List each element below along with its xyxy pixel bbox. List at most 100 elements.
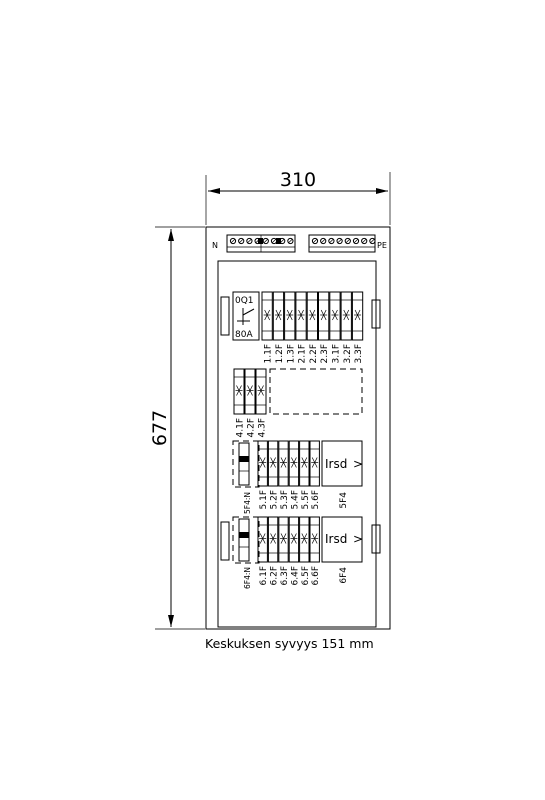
breaker-label: 2.3F <box>320 344 330 364</box>
reserve-space <box>269 368 363 415</box>
rcd-5f4: Irsd > <box>321 440 363 487</box>
breaker-label: 5.2F <box>270 490 280 510</box>
breaker-module <box>233 368 245 415</box>
neutral-label: N <box>212 241 218 250</box>
pe-terminal-screw <box>352 237 360 245</box>
row4-neutral-frame <box>232 516 260 564</box>
handle-left-bottom <box>220 521 230 561</box>
breaker-module <box>255 368 267 415</box>
rcd-6f4-symbol: > <box>353 532 363 546</box>
breaker-label: 2.2F <box>309 344 319 364</box>
main-switch: 0Q1 80A <box>232 291 260 341</box>
pe-terminal-screw <box>336 237 343 245</box>
breaker-label: 6.3F <box>280 566 290 586</box>
breaker-label: 1.2F <box>275 344 285 364</box>
n-terminal-screw <box>238 237 245 245</box>
front-plate <box>217 260 377 628</box>
terminal-rail-pe: PE <box>308 234 387 253</box>
width-label: 310 <box>280 169 316 191</box>
breaker-module <box>278 516 289 563</box>
breaker-label: 4.1F <box>236 418 246 438</box>
handle-right-top <box>371 299 381 329</box>
breaker-module <box>309 440 320 487</box>
breaker-module <box>244 368 256 415</box>
breaker-module <box>261 291 273 341</box>
n-terminal-screw <box>279 237 286 245</box>
breaker-module <box>288 516 300 563</box>
breaker-label: 1.3F <box>286 344 296 364</box>
n-terminal-screw <box>246 237 253 245</box>
enclosure-outline <box>205 226 391 630</box>
breaker-label: 1.1F <box>264 344 274 364</box>
pe-terminal-screw <box>328 237 335 245</box>
rcd-6f4: Irsd > <box>321 516 363 563</box>
breaker-module <box>284 291 296 341</box>
pe-terminal-screw <box>361 237 368 245</box>
breaker-label: 2.1F <box>298 344 308 364</box>
breaker-module <box>329 291 341 341</box>
breaker-label: 6.1F <box>259 566 269 586</box>
height-dimension: 677 <box>149 226 205 630</box>
terminal-rail-n: N <box>212 234 296 253</box>
breaker-label: 3.1F <box>331 344 341 364</box>
handle-right-bottom <box>371 524 381 554</box>
breaker-module <box>267 440 279 487</box>
breaker-module <box>267 516 279 563</box>
breaker-label: 5.5F <box>301 490 311 510</box>
width-dimension: 310 <box>205 169 391 225</box>
breaker-module <box>318 291 330 341</box>
main-switch-rating: 80A <box>235 330 253 340</box>
breaker-label: 5.3F <box>280 490 290 510</box>
neutral-block-5f4-label: 5F4:N <box>243 492 252 514</box>
row4-neutral-block <box>238 518 250 562</box>
breaker-label: 6.2F <box>270 566 280 586</box>
breaker-module <box>278 440 289 487</box>
breaker-row-1 <box>261 291 364 341</box>
breaker-module <box>306 291 319 341</box>
breaker-label: 6.4F <box>290 566 300 586</box>
pe-terminal-screw <box>369 237 376 245</box>
breaker-module <box>272 291 285 341</box>
rcd-6f4-id: 6F4 <box>339 567 349 584</box>
rcd-5f4-id: 5F4 <box>339 492 349 509</box>
handle-left-top <box>220 296 230 336</box>
breaker-module <box>257 440 268 487</box>
depth-note: Keskuksen syvyys 151 mm <box>205 636 374 651</box>
breaker-module <box>309 516 320 563</box>
row3-neutral-frame <box>232 440 260 488</box>
breaker-label: 5.1F <box>259 490 269 510</box>
height-label: 677 <box>149 410 171 446</box>
breaker-label: 4.2F <box>247 418 257 438</box>
breaker-module <box>351 291 364 341</box>
neutral-block-6f4-label: 6F4:N <box>243 567 252 589</box>
breaker-label: 3.3F <box>354 344 364 364</box>
breaker-label: 6.5F <box>301 566 311 586</box>
breaker-label: 5.6F <box>311 490 321 510</box>
rcd-5f4-text: Irsd <box>325 457 347 471</box>
breaker-row-2 <box>233 368 267 415</box>
n-terminal-screw <box>254 237 261 245</box>
n-terminal-screw <box>262 237 269 245</box>
breaker-module <box>340 291 352 341</box>
earth-label: PE <box>377 241 387 250</box>
n-terminal-screw <box>287 237 294 245</box>
pe-terminal-screw <box>320 237 327 245</box>
breaker-label: 3.2F <box>343 344 353 364</box>
breaker-module <box>288 440 300 487</box>
pe-terminal-screw <box>344 237 351 245</box>
breaker-row-4 <box>257 516 320 563</box>
rcd-5f4-symbol: > <box>353 457 363 471</box>
breaker-label: 4.3F <box>258 418 268 438</box>
breaker-module <box>299 516 310 563</box>
breaker-row-3 <box>257 440 320 487</box>
breaker-label: 6.6F <box>311 566 321 586</box>
breaker-label: 5.4F <box>290 490 300 510</box>
breaker-module <box>299 440 310 487</box>
n-terminal-screw <box>229 237 237 245</box>
breaker-module <box>257 516 268 563</box>
